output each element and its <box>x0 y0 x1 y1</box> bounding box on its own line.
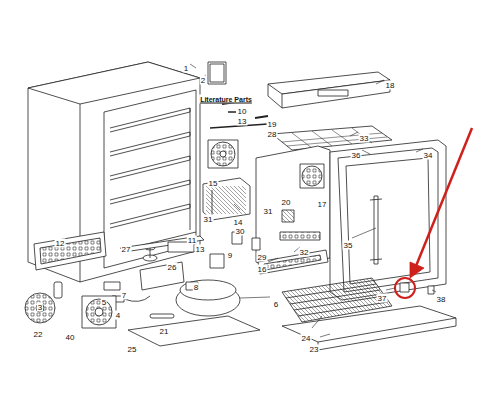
callout-number: 37 <box>377 294 388 303</box>
callout-number: 17 <box>317 200 328 209</box>
base-plate <box>128 316 260 346</box>
callout-number: 32 <box>299 248 310 257</box>
callout-number: 3 <box>37 303 43 312</box>
hinge <box>395 278 434 298</box>
callout-number: 31 <box>203 215 214 224</box>
small-parts <box>210 102 268 128</box>
callout-number: 26 <box>167 263 178 272</box>
callout-number: 16 <box>257 265 268 274</box>
callout-number: 38 <box>436 295 447 304</box>
callout-number: 1 <box>183 64 189 73</box>
callout-number: 36 <box>351 151 362 160</box>
callout-number: 12 <box>55 239 66 248</box>
callout-number: 20 <box>281 198 292 207</box>
callout-number: 22 <box>33 330 44 339</box>
cabinet <box>28 62 200 282</box>
callout-number: 18 <box>385 81 396 90</box>
callout-number: 4 <box>115 311 121 320</box>
kick-grille <box>34 232 106 270</box>
red-arrow <box>410 128 472 278</box>
fan <box>82 296 116 328</box>
literature-booklet <box>208 62 226 84</box>
callout-number: 13 <box>237 117 248 126</box>
callout-number: 30 <box>235 227 246 236</box>
callout-number: 11 <box>187 236 197 245</box>
callout-number: 29 <box>257 253 268 262</box>
callout-number: 2 <box>200 76 206 85</box>
callout-number: 21 <box>159 327 170 336</box>
door <box>330 140 446 300</box>
base-pan <box>282 306 456 350</box>
toe-plate <box>258 250 328 274</box>
callout-number: 35 <box>343 241 354 250</box>
wire-shelf <box>272 126 392 150</box>
leader-lines <box>190 64 436 337</box>
callout-number: 25 <box>127 345 138 354</box>
callout-number: 6 <box>273 300 279 309</box>
callout-number: 40 <box>65 333 76 342</box>
callout-number: 5 <box>101 298 107 307</box>
callout-number: 8 <box>193 283 199 292</box>
callout-number: 34 <box>423 151 434 160</box>
top-cover <box>268 72 390 108</box>
drier <box>150 314 174 318</box>
compressor <box>176 280 240 316</box>
callout-number: 31 <box>263 207 274 216</box>
callout-number: 7 <box>121 291 127 300</box>
fan <box>208 140 238 168</box>
callout-number: 13 <box>195 245 206 254</box>
foot <box>54 282 62 298</box>
callout-number: 19 <box>267 120 278 129</box>
callout-number: 33 <box>359 134 370 143</box>
callout-number: 14 <box>233 218 244 227</box>
fan <box>25 293 55 323</box>
callout-number: 23 <box>309 345 320 354</box>
callout-number: 27 <box>121 245 132 254</box>
callout-number: 15 <box>208 179 219 188</box>
callout-number: 28 <box>267 130 278 139</box>
callout-number: 9 <box>227 251 233 260</box>
callout-number: 24 <box>301 334 312 343</box>
rail <box>120 236 204 252</box>
callout-number: 10 <box>237 107 248 116</box>
part-label: Literature Parts <box>199 95 253 104</box>
back-panel <box>256 146 330 268</box>
